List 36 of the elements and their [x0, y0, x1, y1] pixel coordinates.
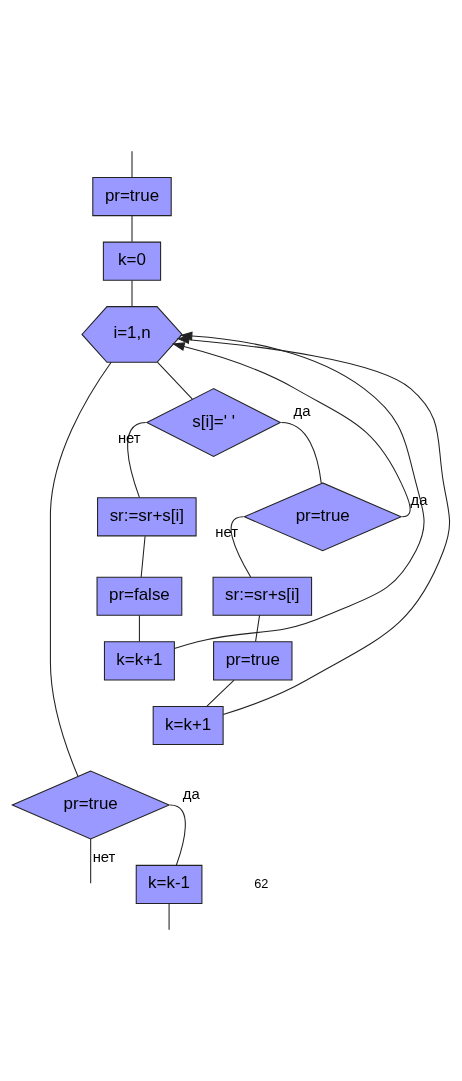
edge-label: нет — [117, 429, 141, 446]
connector — [206, 679, 235, 707]
connector — [156, 361, 193, 400]
node-box: sr:=sr+s[i] — [212, 576, 313, 616]
connector — [90, 838, 92, 884]
connector — [169, 804, 186, 866]
node-box: k=k+1 — [152, 705, 224, 746]
label: 62 — [254, 875, 269, 891]
arrow — [176, 335, 451, 716]
edge-label: да — [410, 491, 428, 508]
edge-label: нет — [215, 524, 239, 541]
connector — [138, 614, 140, 643]
connector — [131, 215, 133, 243]
connector — [49, 361, 112, 777]
connector — [280, 421, 322, 484]
connector — [255, 614, 261, 643]
node-box: pr=true — [213, 641, 293, 681]
node-box: pr=false — [96, 576, 183, 616]
connector — [168, 903, 170, 931]
connector — [230, 516, 252, 578]
node-diamond: s[i]=' ' — [145, 388, 282, 457]
connector — [131, 280, 133, 308]
edge-label: да — [182, 785, 200, 802]
node-diamond: pr=true — [10, 770, 171, 840]
node-box: k=k+1 — [103, 641, 175, 681]
edge-label: нет — [92, 848, 116, 865]
node-box: pr=true — [92, 176, 172, 217]
connector — [140, 535, 146, 578]
connector — [127, 421, 147, 498]
node-diamond: pr=true — [242, 482, 403, 552]
arrow — [171, 342, 411, 518]
connector — [131, 150, 133, 178]
node-box: k=k-1 — [135, 864, 203, 905]
node-box: sr:=sr+s[i] — [97, 497, 197, 537]
node-box: k=0 — [102, 241, 162, 281]
edge-label: да — [293, 402, 311, 419]
